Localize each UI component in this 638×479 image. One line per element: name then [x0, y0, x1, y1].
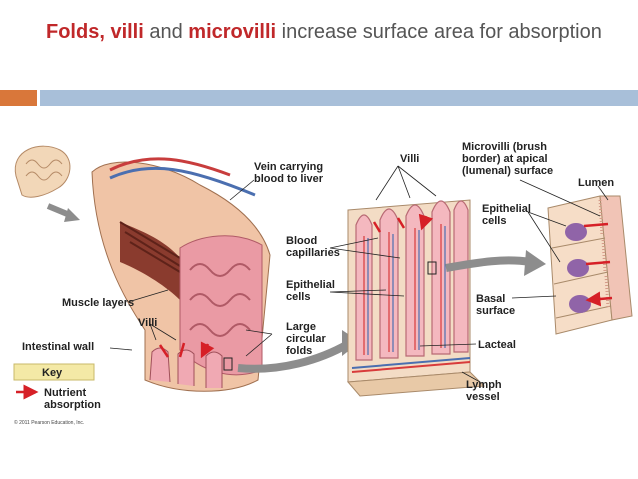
- lacteal-label: Lacteal: [478, 339, 516, 351]
- key-item-label: Nutrient absorption: [44, 387, 101, 411]
- lumen-label: Lumen: [578, 177, 614, 189]
- zoom-box-left: [223, 357, 233, 371]
- blood-capillaries-label: Blood capillaries: [286, 235, 340, 259]
- muscle-layers-label: Muscle layers: [62, 297, 134, 309]
- zoom-box-mid: [427, 261, 437, 275]
- grey-pointer-arrow-right: [445, 256, 531, 272]
- title-folds-villi: Folds, villi: [46, 21, 144, 43]
- intestine-section-illustration: [91, 157, 271, 392]
- copyright-text: © 2011 Pearson Education, Inc.: [14, 419, 84, 426]
- epithelial-cells-mid-label: Epithelial cells: [286, 279, 338, 303]
- leader-lines: [109, 165, 609, 383]
- key-box: [13, 363, 95, 381]
- vein-label: Vein carrying blood to liver: [254, 161, 326, 185]
- microvilli-label: Microvilli (brush border) at apical (lum…: [462, 141, 553, 177]
- epithelial-cells-illustration: [547, 195, 633, 335]
- accent-bar: [0, 90, 37, 106]
- basal-surface-label: Basal surface: [476, 293, 515, 317]
- villi-block-illustration: [346, 199, 486, 397]
- title-rule-bar: [40, 90, 638, 106]
- title-microvilli: microvilli: [188, 21, 277, 43]
- intestine-thumbnail-icon: [14, 145, 71, 198]
- title-and: and: [143, 21, 189, 43]
- slide-title: Folds, villi and microvilli increase sur…: [46, 18, 606, 46]
- large-folds-label: Large circular folds: [286, 321, 329, 357]
- key-legend: Key Nutrient absorption: [13, 363, 101, 411]
- lymph-vessel-label: Lymph vessel: [466, 379, 505, 403]
- epithelial-cells-right-label: Epithelial cells: [482, 203, 534, 227]
- intestinal-wall-label: Intestinal wall: [22, 341, 94, 353]
- key-heading: Key: [42, 367, 63, 379]
- intestine-diagram: Vein carrying blood to liver Blood capil…: [13, 141, 633, 426]
- villi-left-label: Villi: [138, 317, 157, 329]
- title-rest: increase surface area for absorption: [276, 21, 602, 43]
- villi-top-label: Villi: [400, 153, 419, 165]
- grey-pointer-arrow-mid: [237, 340, 350, 373]
